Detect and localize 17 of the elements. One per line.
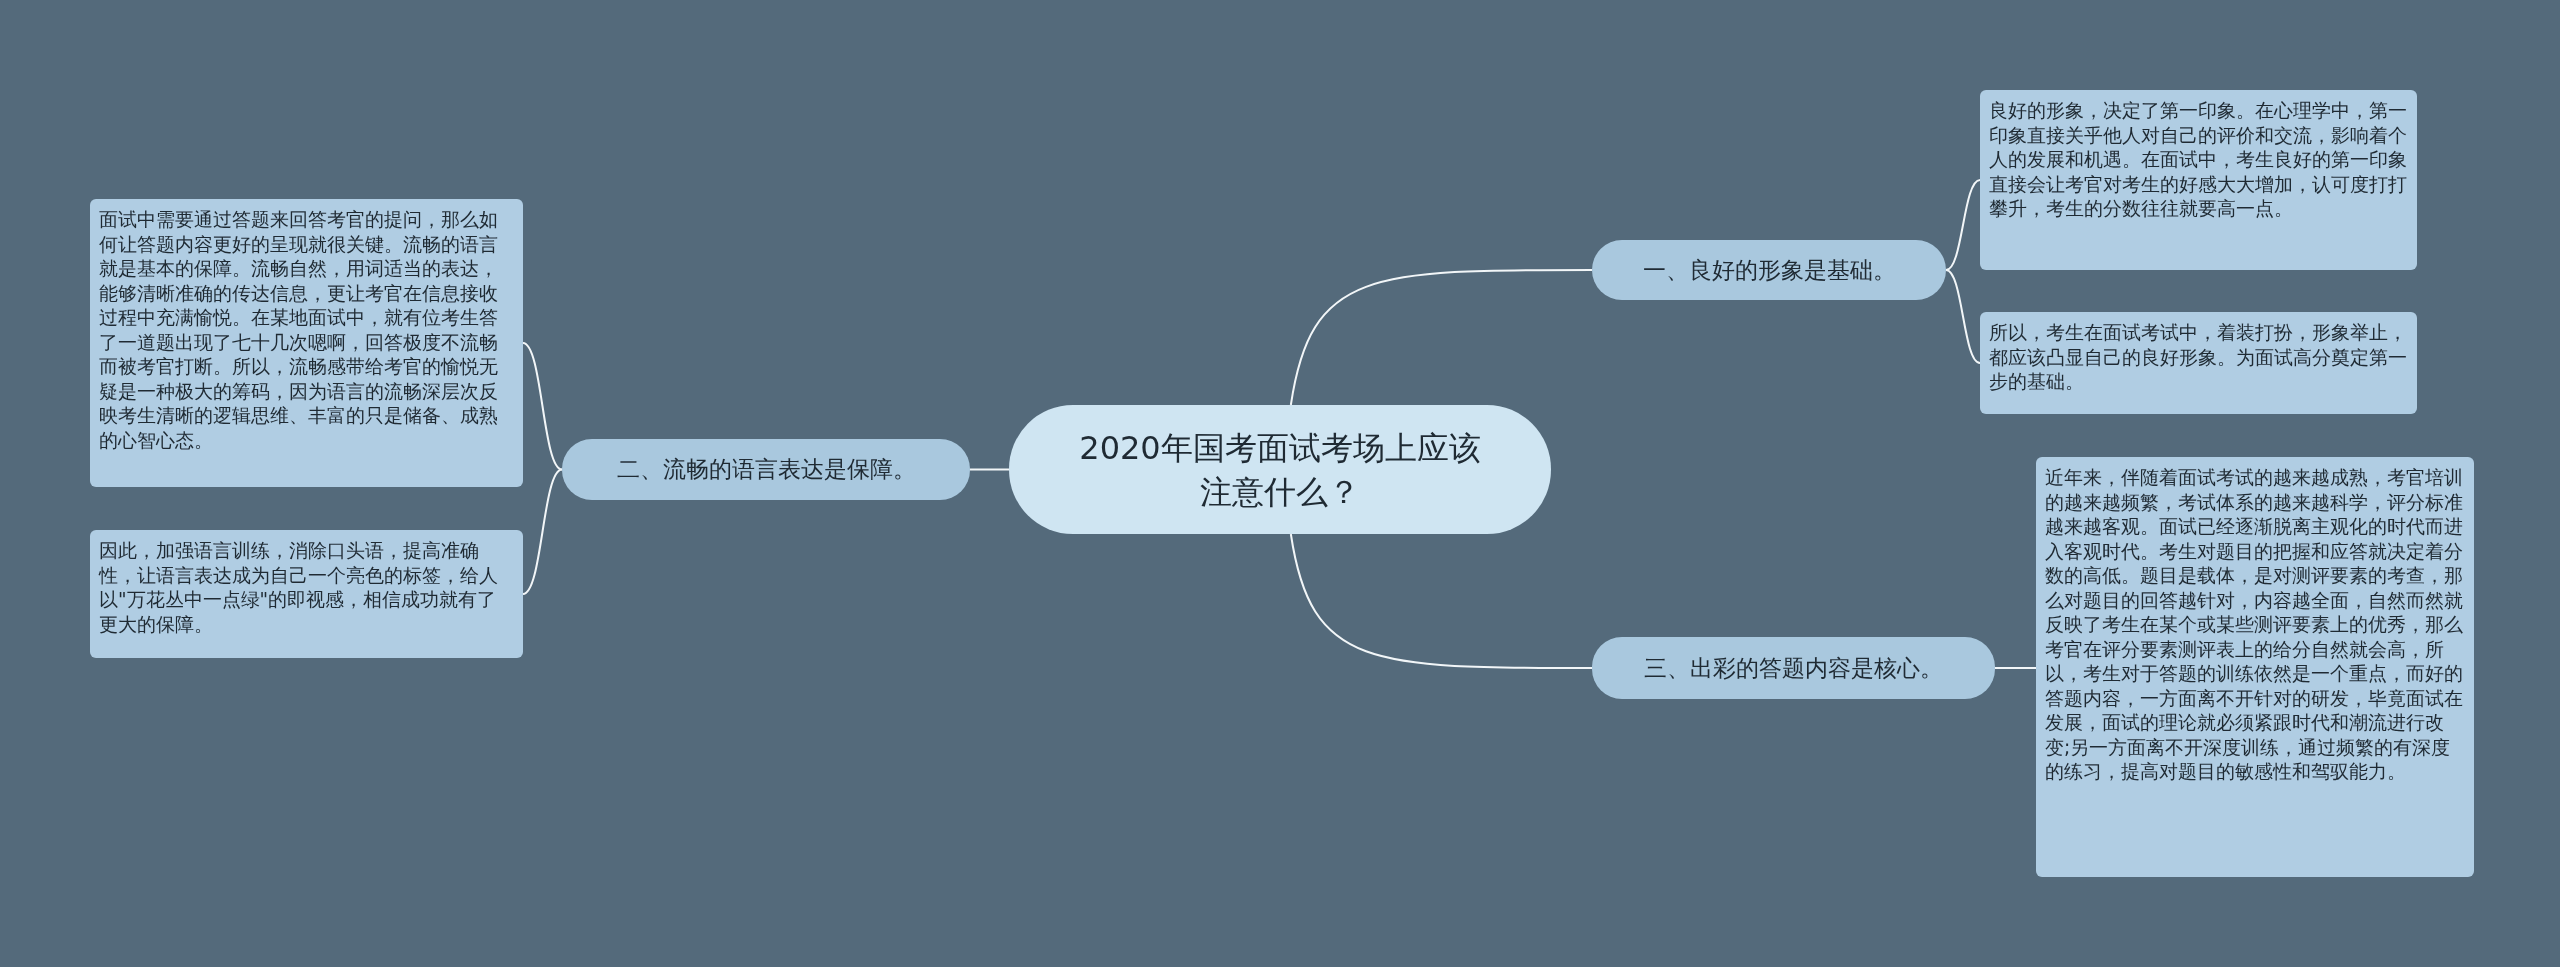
branch-topic: 三、出彩的答题内容是核心。 bbox=[1592, 637, 1995, 699]
central-topic: 2020年国考面试考场上应该注意什么？ bbox=[1009, 405, 1551, 534]
branch-topic: 二、流畅的语言表达是保障。 bbox=[562, 439, 970, 500]
connector-line bbox=[1945, 269, 1981, 364]
note-card: 所以，考生在面试考试中，着装打扮，形象举止，都应该凸显自己的良好形象。为面试高分奠定第一步的基础。 bbox=[1980, 312, 2417, 414]
connector-line bbox=[1994, 667, 2037, 669]
note-card: 面试中需要通过答题来回答考官的提问，那么如何让答题内容更好的呈现就很关键。流畅的语言就是基本的保障。流畅自然，用词适当的表达，能够清晰准确的传达信息，更让考官在信息接收过程中充满愉悦。在某地面试中，就有位考生答了一道题出现了七十几次嗯啊，回答极度不流畅而被考官打断。所以，流畅感带给考官的愉悦无疑是一种极大的筹码，因为语言的流畅深层次反映考生清晰的逻辑思维、丰富的只是储备、成熟的心智心态。 bbox=[90, 199, 523, 487]
connector-line bbox=[969, 468, 1010, 471]
note-card: 良好的形象，决定了第一印象。在心理学中，第一印象直接关乎他人对自己的评价和交流，影响着个人的发展和机遇。在面试中，考生良好的第一印象直接会让考官对考生的好感大大增加，认可度打打攀升，考生的分数往往就要高一点。 bbox=[1980, 90, 2417, 270]
connector-line bbox=[1945, 179, 1981, 271]
connector-line bbox=[522, 468, 563, 595]
note-card: 因此，加强语言训练，消除口头语，提高准确性，让语言表达成为自己一个亮色的标签，给人以"万花丛中一点绿"的即视感，相信成功就有了更大的保障。 bbox=[90, 530, 523, 658]
connector-line bbox=[1289, 533, 1593, 669]
connector-line bbox=[1289, 269, 1593, 406]
branch-topic: 一、良好的形象是基础。 bbox=[1592, 240, 1946, 300]
note-card: 近年来，伴随着面试考试的越来越成熟，考官培训的越来越频繁，考试体系的越来越科学，评分标准越来越客观。面试已经逐渐脱离主观化的时代而进入客观时代。考生对题目的把握和应答就决定着分数的高低。题目是载体，是对测评要素的考查，那么对题目的回答越针对，内容越全面，自然而然就反映了考生在某个或某些测评要素上的优秀，那么考官在评分要素测评表上的给分自然就会高，所以，考生对于答题的训练依然是一个重点，而好的答题内容，一方面离不开针对的研发，毕竟面试在发展，面试的理论就必须紧跟时代和潮流进行改变;另一方面离不开深度训练，通过频繁的有深度的练习，提高对题目的敏感性和驾驭能力。 bbox=[2036, 457, 2474, 877]
connector-line bbox=[522, 342, 563, 471]
